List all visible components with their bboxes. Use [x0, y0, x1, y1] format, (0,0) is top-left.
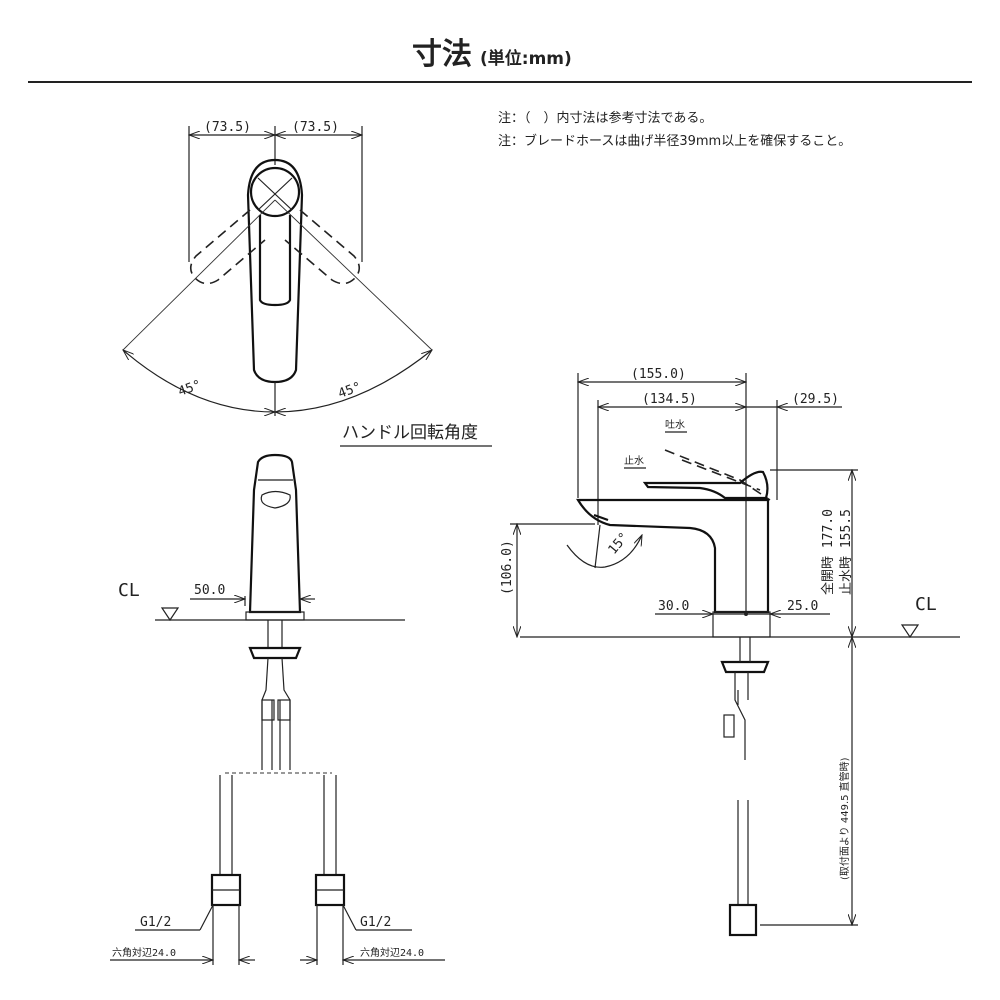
dim-top-right: (73.5) — [292, 120, 339, 135]
dim-height-open: 全開時 177.0 — [820, 509, 836, 595]
dim-base-left: 30.0 — [658, 599, 689, 614]
dim-base-right: 25.0 — [787, 599, 818, 614]
dim-top-left: (73.5) — [204, 120, 251, 135]
angle-right: 45° — [336, 380, 363, 402]
thread-right: G1/2 — [360, 915, 391, 930]
angle-spout: 15° — [606, 530, 633, 558]
label-closed: 止水 — [624, 455, 644, 467]
label-open: 吐水 — [665, 419, 685, 431]
dim-handle: (29.5) — [792, 392, 839, 407]
dim-offset: 50.0 — [194, 583, 225, 598]
hex-right: 六角対辺24.0 — [360, 946, 424, 959]
dim-spout-height: (106.0) — [500, 540, 515, 595]
hex-left: 六角対辺24.0 — [112, 946, 176, 959]
cl-label-side: CL — [915, 594, 937, 615]
front-view: CL 50.0 G1/2 G1/2 六角対辺24.0 六角対辺24.0 — [110, 453, 445, 965]
note-1: 注：（ ）内寸法は参考寸法である。 — [498, 110, 712, 126]
dim-overall: (155.0) — [631, 367, 686, 382]
dim-hose-length: (取付面より 449.5 直管時) — [838, 757, 851, 880]
side-view: (155.0) (134.5) (29.5) 吐水 止水 15° (106.0)… — [500, 367, 960, 937]
dim-height-closed: 止水時 155.5 — [839, 509, 854, 595]
top-view: (73.5) (73.5) 45° 45° ハンドル回転角度 — [123, 120, 492, 447]
dim-spout: (134.5) — [642, 392, 697, 407]
thread-left: G1/2 — [140, 915, 171, 930]
angle-left: 45° — [176, 378, 203, 400]
cl-label-front: CL — [118, 580, 140, 601]
unit-label: (単位:mm) — [480, 48, 572, 69]
note-2: 注：ブレードホースは曲げ半径39mm以上を確保すること。 — [498, 133, 851, 149]
page-title: 寸法 — [412, 37, 472, 72]
rotation-angle-caption: ハンドル回転角度 — [342, 423, 478, 443]
